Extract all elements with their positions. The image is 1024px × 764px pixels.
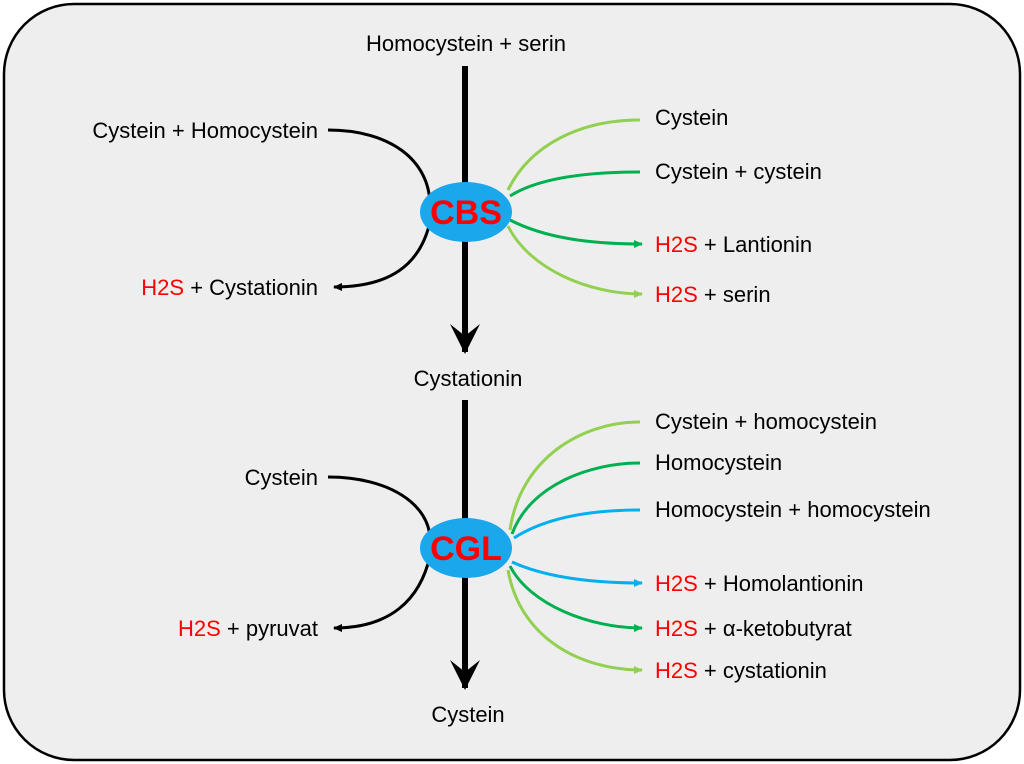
cbs-right-input-label-1: Cystein (655, 105, 728, 130)
cgl-right-input-curve-1 (508, 420, 641, 531)
cbs-left-input-label: Cystein + Homocystein (92, 118, 318, 143)
cbs-right-output-label-2: H2S + serin (655, 282, 771, 307)
product-label: + Cystationin (184, 275, 318, 300)
h2s-label: H2S (655, 658, 698, 683)
h2s-label: H2S (655, 282, 698, 307)
cgl-right-output-label-1: H2S + Homolantionin (655, 571, 864, 596)
product-label: + Lantionin (698, 232, 812, 257)
h2s-label: H2S (178, 616, 221, 641)
h2s-label: H2S (655, 616, 698, 641)
cgl-right-output-label-3: H2S + cystationin (655, 658, 827, 683)
h2s-label: H2S (655, 232, 698, 257)
cbs-left-output-label: H2S + Cystationin (141, 275, 318, 300)
cgl-right-input-label-1: Cystein + homocystein (655, 409, 877, 434)
cgl-enzyme-ellipse (420, 518, 512, 578)
cbs-enzyme-label: CBS (430, 194, 502, 232)
middle-product-label: Cystationin (414, 366, 523, 391)
cgl-right-output-label-2: H2S + α-ketobutyrat (655, 616, 852, 641)
product-label: + serin (698, 282, 771, 307)
cbs-right-output-label-1: H2S + Lantionin (655, 232, 812, 257)
cbs-right-input-curve-1 (506, 118, 641, 191)
cbs-enzyme-ellipse (420, 182, 512, 242)
cbs-left-input-curve (327, 128, 432, 207)
cgl-right-output-arrow-1 (511, 560, 643, 587)
cgl-left-output-label: H2S + pyruvat (178, 616, 318, 641)
cgl-enzyme-label: CGL (430, 530, 502, 568)
cgl-left-input-curve (327, 475, 432, 541)
cgl-right-input-label-2: Homocystein (655, 450, 782, 475)
cbs-left-output-arrow (333, 221, 432, 291)
cbs-right-input-curve-2 (509, 170, 641, 198)
h2s-label: H2S (141, 275, 184, 300)
product-label: + cystationin (698, 658, 827, 683)
cbs-right-output-arrow-1 (509, 218, 643, 248)
h2s-label: H2S (655, 571, 698, 596)
cgl-right-input-curve-3 (513, 508, 641, 540)
bottom-product-label: Cystein (431, 702, 504, 727)
cgl-right-input-label-3: Homocystein + homocystein (655, 497, 931, 522)
product-label: + Homolantionin (698, 571, 864, 596)
cgl-right-output-arrow-3 (506, 569, 643, 674)
cgl-left-input-label: Cystein (245, 465, 318, 490)
cbs-right-input-label-2: Cystein + cystein (655, 159, 822, 184)
product-label: + α-ketobutyrat (698, 616, 852, 641)
cbs-right-output-arrow-2 (506, 225, 643, 298)
top-substrate-label: Homocystein + serin (366, 31, 566, 56)
product-label: + pyruvat (221, 616, 318, 641)
cgl-left-output-arrow (333, 555, 432, 632)
cgl-right-output-arrow-2 (508, 565, 643, 632)
cgl-right-input-curve-2 (510, 461, 641, 535)
